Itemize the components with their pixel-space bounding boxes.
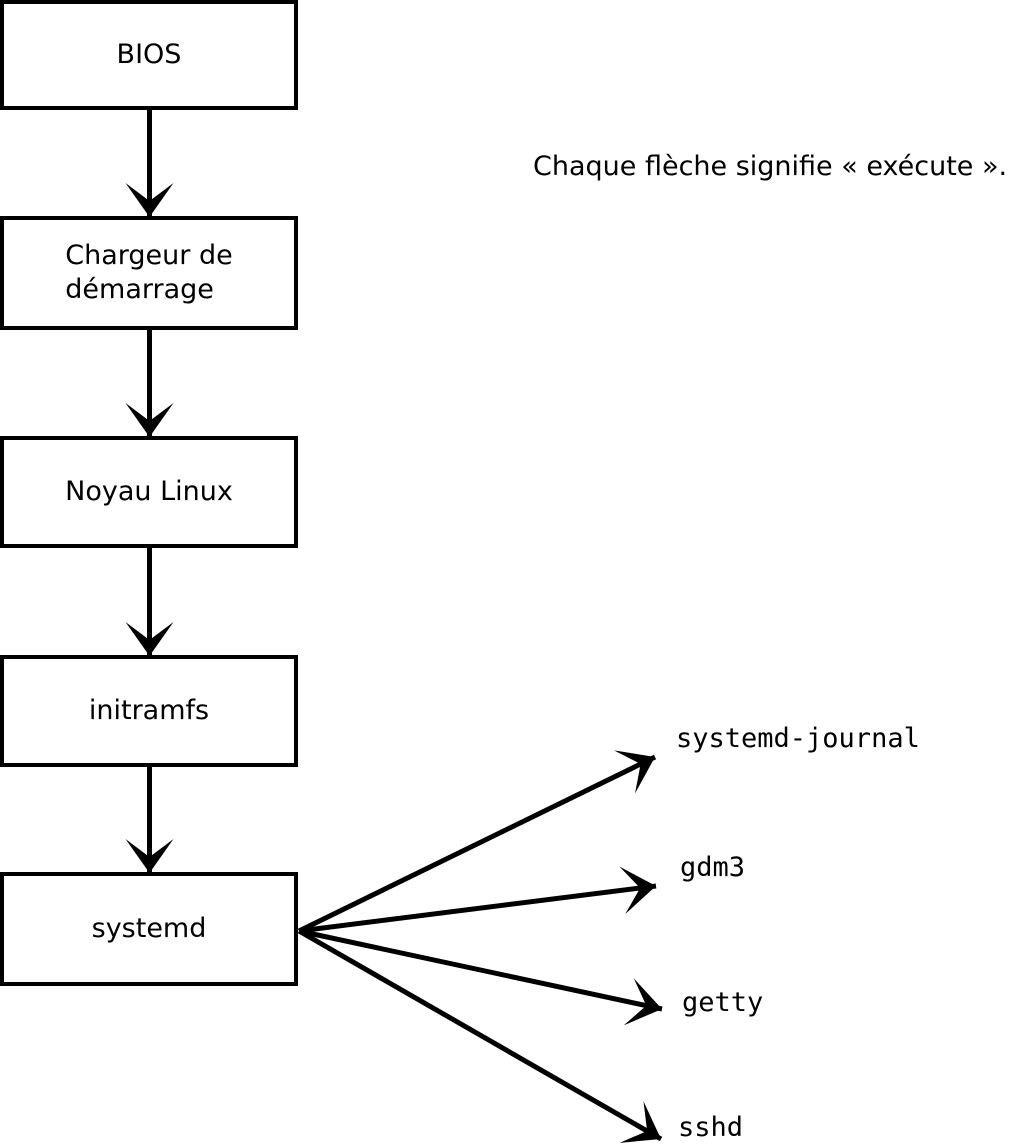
process-label-sshd: sshd	[678, 1112, 744, 1143]
box-bootloader: Chargeur de démarrage	[0, 216, 298, 330]
exec-arrow-systemd-journal	[297, 750, 657, 934]
exec-arrow-sshd	[297, 928, 663, 1143]
process-label-gdm3: gdm3	[680, 852, 746, 883]
process-label-getty: getty	[682, 987, 764, 1018]
exec-arrow-getty	[298, 928, 663, 1026]
box-kernel: Noyau Linux	[0, 436, 298, 548]
box-systemd-label: systemd	[91, 913, 207, 944]
box-bios-label: BIOS	[116, 39, 182, 70]
box-systemd: systemd	[0, 872, 298, 986]
legend-annotation: Chaque flèche signifie « exécute ».	[533, 151, 1008, 182]
exec-arrow-gdm3	[298, 866, 657, 934]
box-initramfs-label: initramfs	[88, 695, 210, 726]
box-bios: BIOS	[0, 0, 298, 110]
process-label-systemd-journal: systemd-journal	[676, 723, 920, 754]
box-kernel-label: Noyau Linux	[65, 476, 233, 507]
box-initramfs: initramfs	[0, 655, 298, 767]
box-bootloader-label: Chargeur de démarrage	[65, 240, 233, 305]
